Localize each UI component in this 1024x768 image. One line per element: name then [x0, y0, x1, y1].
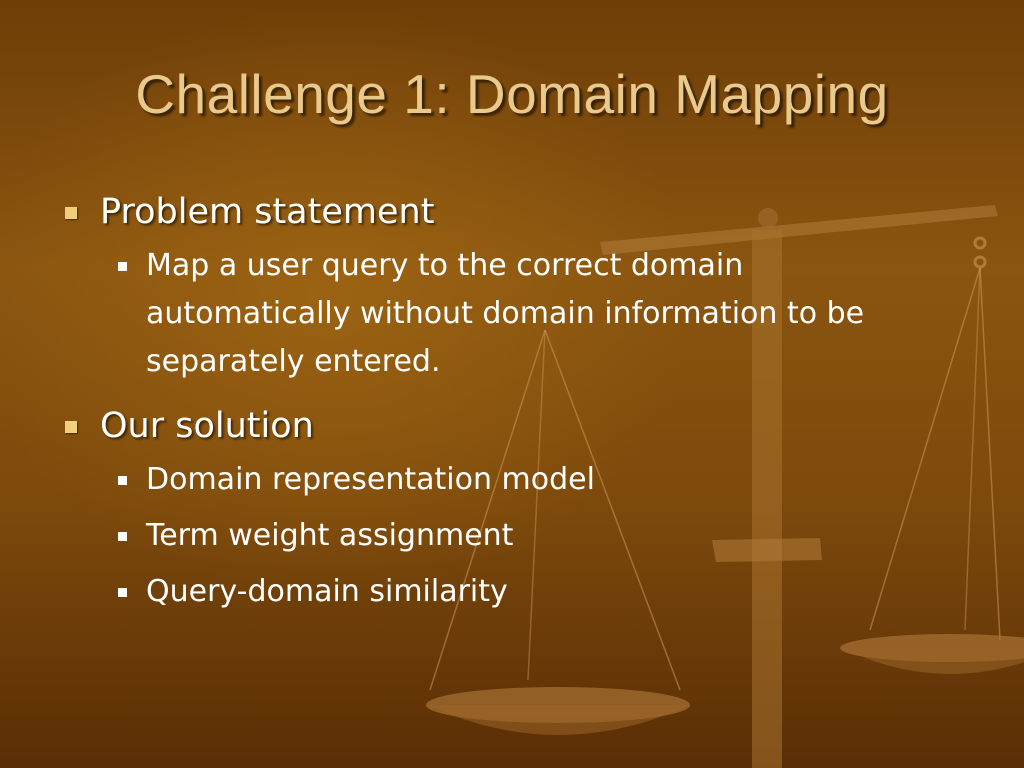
square-bullet-icon	[118, 588, 127, 597]
bullet-list: Problem statement Map a user query to th…	[62, 190, 962, 624]
bullet-problem-statement: Problem statement	[62, 190, 962, 234]
sub-bullet: Term weight assignment	[62, 512, 876, 560]
bullet-heading: Problem statement	[100, 192, 435, 232]
sub-bullet: Map a user query to the correct domain a…	[62, 242, 876, 386]
sub-bullet-text: Query-domain similarity	[146, 574, 508, 609]
sub-bullet: Query-domain similarity	[62, 568, 876, 616]
bullet-our-solution: Our solution	[62, 404, 962, 448]
sub-bullet-text: Term weight assignment	[146, 518, 514, 553]
square-bullet-icon	[118, 262, 127, 271]
bullet-heading: Our solution	[100, 406, 314, 446]
square-bullet-icon	[65, 421, 77, 433]
square-bullet-icon	[118, 476, 127, 485]
sub-bullet: Domain representation model	[62, 456, 876, 504]
sub-bullet-text: Map a user query to the correct domain a…	[146, 248, 865, 379]
square-bullet-icon	[65, 207, 77, 219]
sub-bullet-text: Domain representation model	[146, 462, 595, 497]
slide-title: Challenge 1: Domain Mapping	[135, 63, 889, 125]
square-bullet-icon	[118, 532, 127, 541]
